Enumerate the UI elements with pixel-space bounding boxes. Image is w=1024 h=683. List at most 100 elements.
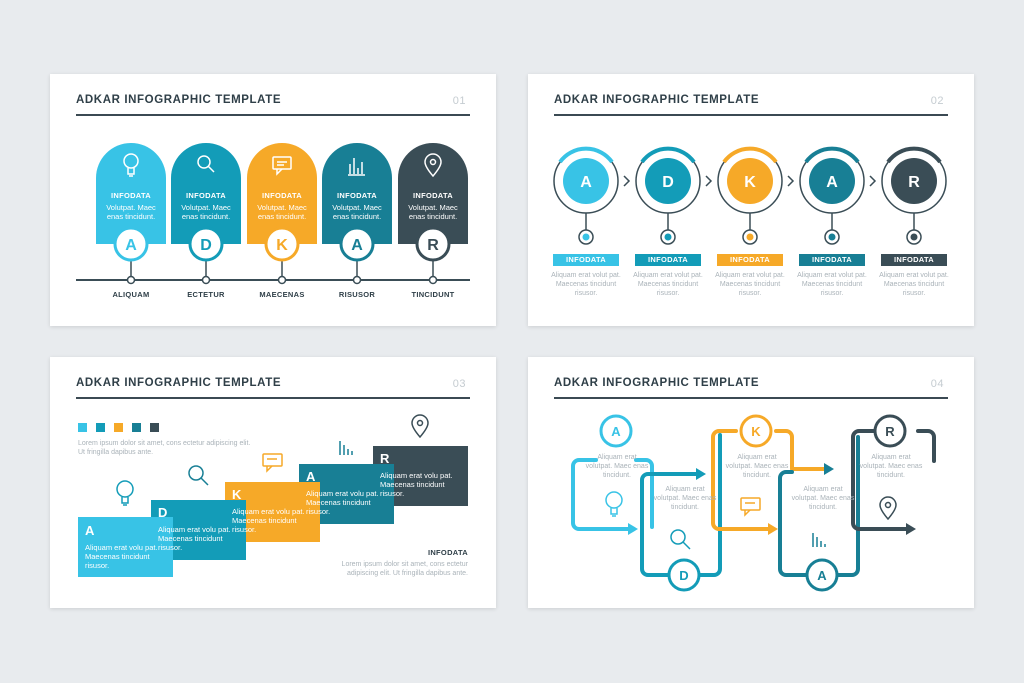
step-letter: D [158, 505, 168, 520]
pill-text: Volutpat. Maec enas tincidunt. [181, 203, 231, 221]
pill-step-3 [247, 143, 317, 285]
arrow-right-icon [628, 463, 916, 535]
slide-title: ADKAR INFOGRAPHIC TEMPLATE [76, 94, 282, 106]
info-text: Lorem ipsum dolor sit amet, cons ectetur… [341, 561, 468, 577]
letter-circle [339, 226, 375, 262]
info-tag: INFODATA [799, 254, 865, 266]
flow-path-4 [778, 470, 808, 577]
step-text: Aliquam erat volu pat. Maecenas tincidun… [232, 507, 305, 534]
step-text: Aliquam erat volutpat. Maec enas tincidu… [653, 486, 717, 511]
snake-flow: A D K A R [571, 414, 936, 592]
info-tag: INFODATA [717, 254, 783, 266]
pill-title: INFODATA [261, 191, 303, 200]
title-rule [76, 114, 470, 116]
slide-number: 03 [452, 378, 466, 390]
step-letter: A [125, 237, 137, 254]
slide-number: 01 [452, 95, 466, 107]
step-letter: A [817, 568, 827, 583]
slide-number: 02 [930, 95, 944, 107]
step-label: TINCIDUNT [411, 290, 455, 299]
step-letter: K [744, 174, 756, 191]
bar-chart-icon [339, 441, 353, 455]
slide-01: ADKAR INFOGRAPHIC TEMPLATE 01 [50, 74, 496, 326]
info-text: Aliquam erat volut pat. Maecenas tincidu… [797, 272, 867, 297]
pill-step-5 [398, 143, 468, 285]
color-swatches [78, 423, 159, 432]
step-label: RISUSOR [338, 290, 376, 299]
circle-step-5 [881, 146, 947, 245]
step-text: Aliquam erat volu pat. Maecenas tincidun… [85, 543, 158, 570]
letter-circle [188, 226, 224, 262]
pill-text: Volutpat. Maec enas tincidunt. [257, 203, 307, 221]
step-letter: R [908, 174, 920, 191]
step-label: ALIQUAM [112, 290, 150, 299]
circle-step-3 [717, 146, 783, 245]
intro-text: Lorem ipsum dolor sit amet, cons ectetur… [78, 440, 251, 456]
location-pin-icon [411, 414, 429, 439]
step-letter: A [306, 469, 316, 484]
slide-title: ADKAR INFOGRAPHIC TEMPLATE [554, 94, 760, 106]
step-text: Aliquam erat volutpat. Maec enas tincidu… [725, 454, 789, 479]
step-letter: R [380, 451, 390, 466]
staircase-diagram [78, 414, 468, 577]
slide-03: ADKAR INFOGRAPHIC TEMPLATE 03 [50, 357, 496, 608]
slide-number: 04 [930, 378, 944, 390]
info-title: INFODATA [427, 548, 468, 557]
lightbulb-icon [605, 491, 623, 517]
flow-path-5 [916, 429, 936, 463]
step-letter: R [427, 237, 439, 254]
step-letter: D [679, 568, 688, 583]
pill-title: INFODATA [336, 191, 378, 200]
pill-text: Volutpat. Maec enas tincidunt. [408, 203, 458, 221]
flow-path-3 [774, 429, 826, 471]
circle-step-1 [553, 146, 619, 245]
flow-path-4 [836, 435, 860, 577]
pill-step-2 [171, 143, 241, 285]
step-text: Aliquam erat volutpat. Maec enas tincidu… [791, 486, 855, 511]
circle-step-2 [635, 146, 701, 245]
letter-circle [805, 558, 839, 592]
letter-circle [667, 558, 701, 592]
title-rule [554, 114, 948, 116]
magnifier-icon [188, 465, 209, 486]
step-letter: D [662, 174, 674, 191]
flow-path-2 [640, 472, 670, 577]
pill-timeline: A D K A R [76, 143, 470, 285]
chat-bubble-icon [740, 497, 761, 517]
pill-step-4 [322, 143, 392, 285]
step-letter: A [826, 174, 838, 191]
step-text: Aliquam erat volu pat. Maecenas tincidun… [380, 471, 453, 498]
info-tag: INFODATA [553, 254, 619, 266]
info-text: Aliquam erat volut pat. Maecenas tincidu… [551, 272, 621, 297]
stair-step-1 [78, 517, 173, 577]
flow-path-5 [851, 429, 908, 531]
bar-chart-icon [348, 158, 365, 176]
letter-circle [599, 414, 633, 448]
info-tag: INFODATA [635, 254, 701, 266]
step-letter: D [200, 237, 212, 254]
step-letter: A [85, 523, 95, 538]
step-text: Aliquam erat volutpat. Maec enas tincidu… [859, 454, 923, 479]
location-pin-icon [879, 496, 897, 521]
step-letter: K [232, 487, 242, 502]
slide-04: ADKAR INFOGRAPHIC TEMPLATE 04 A [528, 357, 974, 608]
pill-title: INFODATA [185, 191, 227, 200]
step-text: Aliquam erat volutpat. Maec enas tincidu… [585, 454, 649, 479]
step-letter: K [751, 424, 761, 439]
chat-bubble-icon [272, 156, 292, 176]
flow-path-3 [711, 429, 770, 531]
letter-circle [415, 226, 451, 262]
circle-step-4 [799, 146, 865, 245]
slide-title: ADKAR INFOGRAPHIC TEMPLATE [554, 377, 760, 389]
step-letter: K [276, 237, 288, 254]
step-letter: A [611, 424, 621, 439]
title-rule [76, 397, 470, 399]
chevron-right-icon [623, 175, 877, 187]
lightbulb-icon [116, 480, 134, 506]
info-text: Aliquam erat volut pat. Maecenas tincidu… [715, 272, 785, 297]
slide-title: ADKAR INFOGRAPHIC TEMPLATE [76, 377, 282, 389]
title-rule [554, 397, 948, 399]
info-text: Aliquam erat volut pat. Maecenas tincidu… [879, 272, 949, 297]
step-label: MAECENAS [259, 290, 305, 299]
step-letter: A [351, 237, 363, 254]
